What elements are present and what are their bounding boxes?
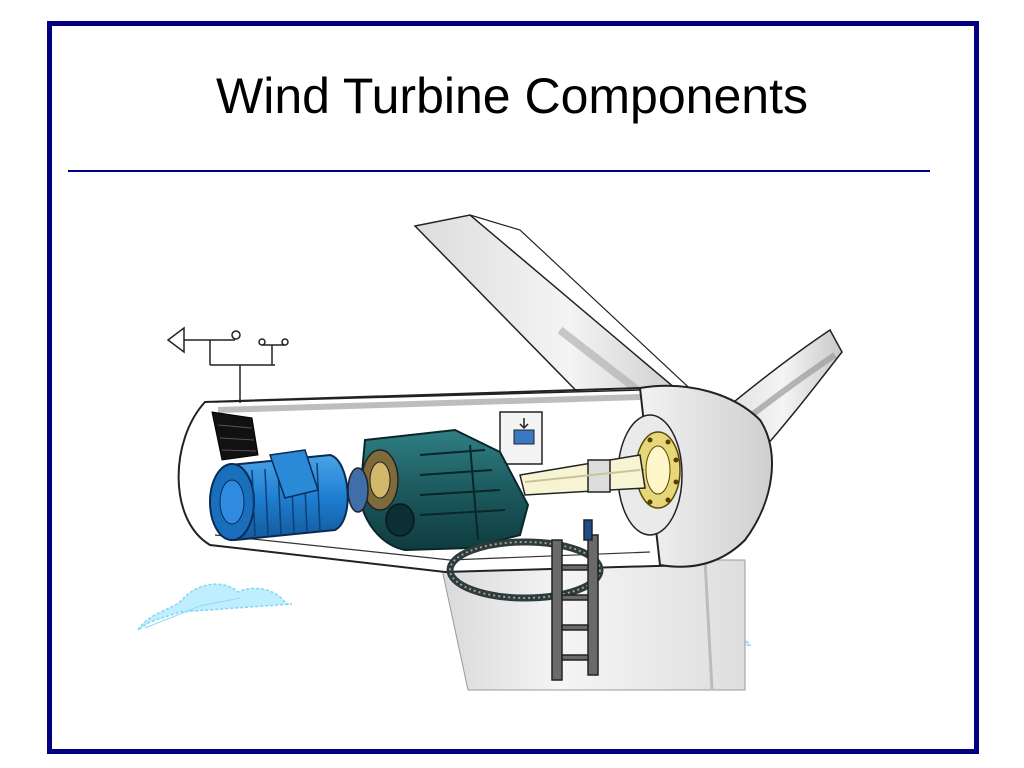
main-shaft <box>519 454 646 496</box>
rotor-blade-upper <box>413 214 701 416</box>
ladder <box>551 519 599 681</box>
yaw-ring <box>446 538 604 602</box>
anemometer-and-wind-vane <box>166 326 289 403</box>
control-panel <box>211 411 259 461</box>
cloud-left <box>137 583 293 631</box>
gearbox <box>358 428 530 552</box>
coupling <box>347 467 369 513</box>
slide-title: Wind Turbine Components <box>216 68 808 124</box>
controller-box <box>499 411 543 465</box>
generator <box>209 449 349 542</box>
rotor-hub <box>617 384 773 568</box>
title-underline <box>68 170 930 172</box>
